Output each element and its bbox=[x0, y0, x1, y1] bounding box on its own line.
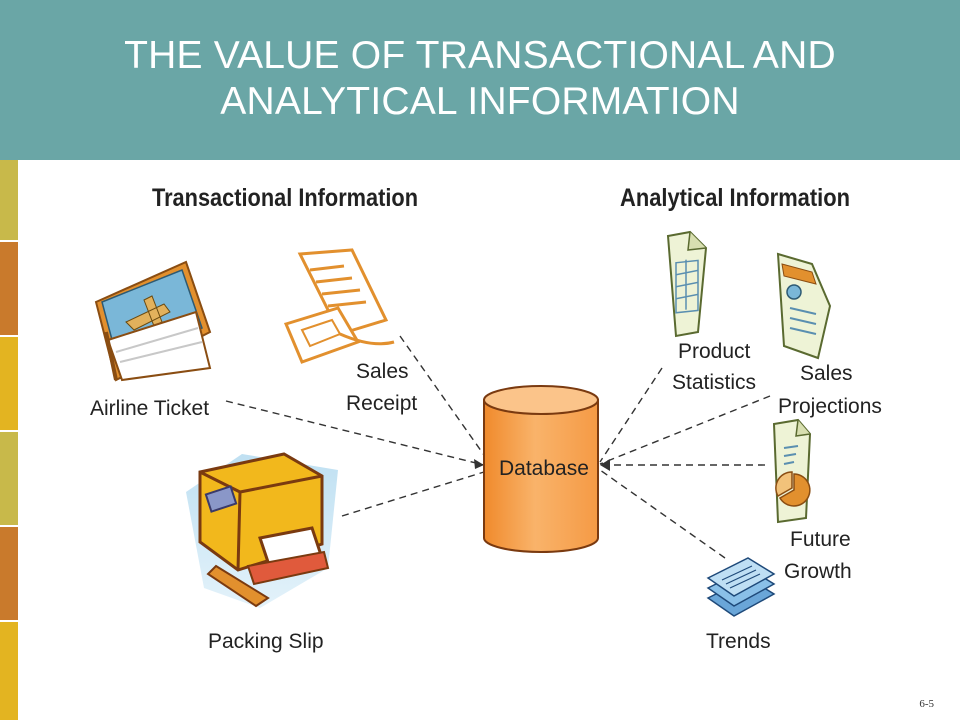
page-number: 6-5 bbox=[919, 698, 934, 710]
packing-slip-label: Packing Slip bbox=[208, 630, 324, 653]
connector-packing-slip bbox=[341, 471, 485, 517]
stripe bbox=[0, 622, 18, 720]
stripe bbox=[0, 432, 18, 525]
future-growth-label-line: Future bbox=[790, 528, 851, 551]
stripe bbox=[0, 242, 18, 335]
transactional-heading: Transactional Information bbox=[152, 184, 418, 212]
sales-receipt-label-line: Sales bbox=[356, 360, 409, 383]
connector-sales-receipt bbox=[399, 335, 485, 456]
product-statistics-label-line: Product bbox=[678, 340, 751, 363]
trends-label: Trends bbox=[706, 630, 771, 653]
slide-title: THE VALUE OF TRANSACTIONAL AND ANALYTICA… bbox=[124, 34, 836, 123]
sales-receipt-label: Sales Receipt bbox=[346, 360, 417, 415]
sales-projections-label: Sales Projections bbox=[778, 362, 882, 418]
receipt-icon bbox=[283, 248, 395, 364]
connector-lines bbox=[225, 335, 771, 559]
connector-airline-ticket bbox=[225, 400, 485, 466]
stripe bbox=[0, 337, 18, 430]
spreadsheet-document-icon bbox=[666, 230, 708, 338]
connector-trends bbox=[599, 469, 726, 559]
database-cylinder-icon bbox=[483, 385, 599, 553]
side-stripes bbox=[0, 160, 18, 720]
information-flow-diagram: Transactional Information Analytical Inf… bbox=[90, 184, 882, 653]
arrowhead bbox=[474, 459, 484, 469]
airline-ticket-label: Airline Ticket bbox=[90, 397, 209, 420]
pie-chart-document-icon bbox=[772, 418, 812, 524]
database-label: Database bbox=[499, 457, 589, 480]
sales-projections-label-line: Projections bbox=[778, 395, 882, 418]
stripe bbox=[0, 160, 18, 240]
future-growth-label-line: Growth bbox=[784, 560, 852, 583]
arrowhead bbox=[600, 459, 610, 471]
connector-product-statistics bbox=[599, 367, 663, 463]
connector-sales-projections bbox=[599, 395, 771, 465]
stripe bbox=[0, 527, 18, 620]
future-growth-label: Future Growth bbox=[784, 528, 857, 583]
package-icon bbox=[186, 452, 338, 608]
airline-ticket-icon bbox=[94, 260, 212, 382]
product-statistics-label-line: Statistics bbox=[672, 371, 756, 394]
sales-projections-label-line: Sales bbox=[800, 362, 853, 385]
analytical-heading: Analytical Information bbox=[620, 184, 850, 212]
stacked-papers-icon bbox=[706, 557, 776, 617]
title-bar: THE VALUE OF TRANSACTIONAL AND ANALYTICA… bbox=[0, 0, 960, 160]
sales-receipt-label-line: Receipt bbox=[346, 392, 417, 415]
chart-document-icon bbox=[776, 252, 832, 360]
product-statistics-label: Product Statistics bbox=[672, 340, 756, 394]
